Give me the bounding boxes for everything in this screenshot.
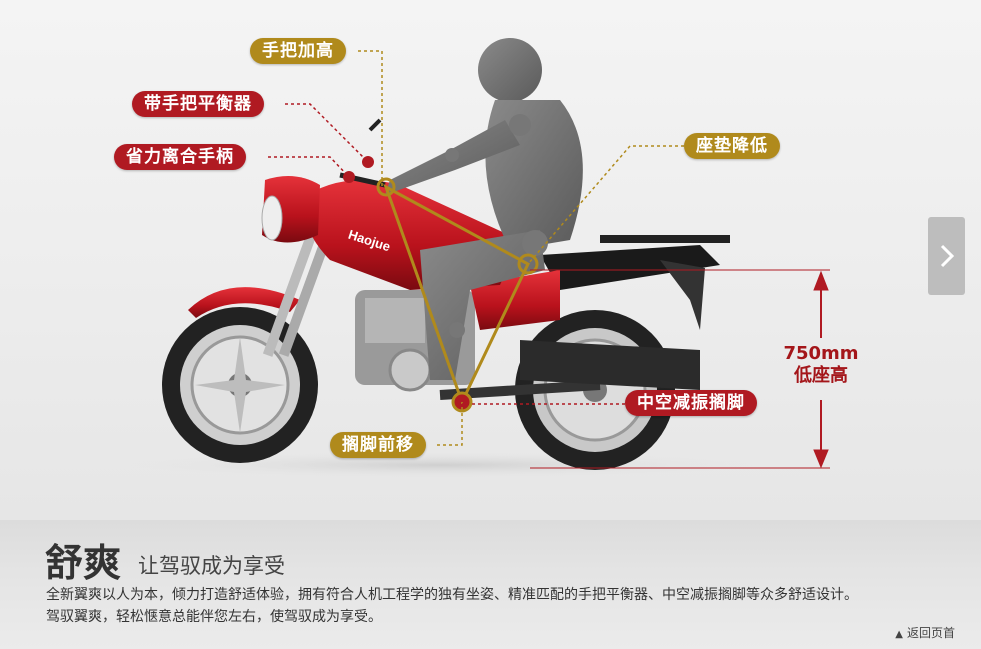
label-handlebar-balancer: 带手把平衡器 xyxy=(132,91,264,117)
seat-height-dimension xyxy=(530,269,830,469)
description-line-2: 驾驭翼爽，轻松惬意总能伴您左右，使驾驭成为享受。 xyxy=(46,609,382,625)
front-wheel xyxy=(162,307,318,463)
rider-mannequin xyxy=(385,38,583,380)
next-slide-button[interactable] xyxy=(928,217,965,295)
back-to-top-link[interactable]: ▲返回页首 xyxy=(895,624,955,641)
motorcycle-illustration: Haojue xyxy=(110,38,830,479)
chevron-right-icon xyxy=(940,244,955,268)
label-footrest-forward: 搁脚前移 xyxy=(330,432,426,458)
product-stage: Haojue xyxy=(0,0,981,520)
seat-height-value: 750mm xyxy=(783,343,859,364)
label-easy-clutch: 省力离合手柄 xyxy=(114,144,246,170)
label-seat-lower: 座垫降低 xyxy=(684,133,780,159)
feature-description-panel: 舒爽 让驾驭成为享受 全新翼爽以人为本，倾力打造舒适体验，拥有符合人机工程学的独… xyxy=(0,520,981,649)
feature-description: 全新翼爽以人为本，倾力打造舒适体验，拥有符合人机工程学的独有坐姿、精准匹配的手把… xyxy=(46,584,956,628)
ergonomic-triangle xyxy=(383,183,530,406)
feature-title: 舒爽 xyxy=(45,541,122,585)
feature-subtitle: 让驾驭成为享受 xyxy=(138,554,285,578)
seat-height-readout: 750mm 低座高 xyxy=(776,343,866,387)
back-to-top-label: 返回页首 xyxy=(906,626,955,640)
description-line-1: 全新翼爽以人为本，倾力打造舒适体验，拥有符合人机工程学的独有坐姿、精准匹配的手把… xyxy=(46,587,858,603)
label-hollow-footrest: 中空减振搁脚 xyxy=(625,390,757,416)
label-handlebar-raise: 手把加高 xyxy=(250,38,346,64)
seat-height-caption: 低座高 xyxy=(794,365,848,386)
triangle-up-icon: ▲ xyxy=(895,629,903,640)
